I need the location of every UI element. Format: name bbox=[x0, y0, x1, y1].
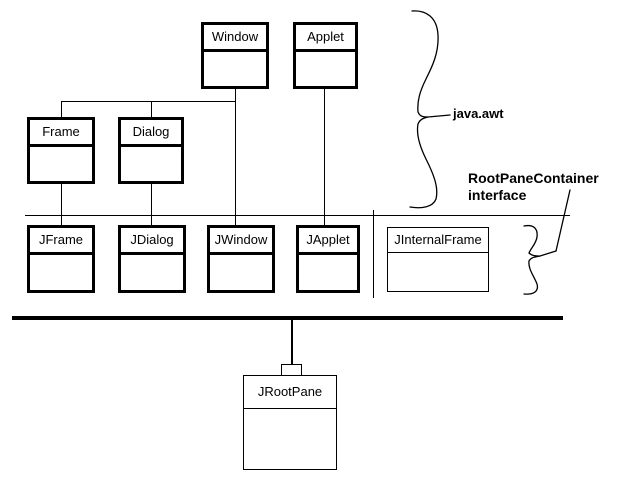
class-box-applet[interactable]: Applet bbox=[293, 22, 358, 89]
rootpanecontainer-brace bbox=[523, 189, 571, 295]
class-name-applet: Applet bbox=[296, 25, 355, 52]
class-name-window: Window bbox=[204, 25, 266, 52]
java-awt-brace bbox=[409, 10, 451, 209]
connector-applet-to-japplet bbox=[324, 89, 325, 226]
class-box-jwindow[interactable]: JWindow bbox=[207, 225, 275, 293]
class-box-frame[interactable]: Frame bbox=[27, 117, 95, 184]
class-box-japplet[interactable]: JApplet bbox=[296, 225, 360, 293]
class-name-dialog: Dialog bbox=[121, 120, 181, 147]
connector-frame-to-jframe bbox=[61, 184, 62, 226]
connector-dialog-riser bbox=[151, 101, 152, 118]
class-name-frame: Frame bbox=[30, 120, 92, 147]
connector-window-to-jwindow bbox=[235, 89, 236, 225]
class-name-japplet: JApplet bbox=[299, 228, 357, 255]
rootpane-notch bbox=[281, 364, 302, 376]
class-box-dialog[interactable]: Dialog bbox=[118, 117, 184, 184]
swing-rootpane-divider-line bbox=[12, 316, 563, 320]
class-name-jrootpane: JRootPane bbox=[244, 376, 336, 409]
swing-column-divider-line bbox=[373, 210, 374, 298]
connector-window-branch bbox=[61, 101, 236, 102]
interface-label-rootpanecontainer: RootPaneContainer bbox=[468, 170, 599, 186]
class-name-jdialog: JDialog bbox=[121, 228, 183, 255]
connector-rootpane-riser bbox=[291, 318, 293, 365]
class-box-window[interactable]: Window bbox=[201, 22, 269, 89]
class-name-jwindow: JWindow bbox=[210, 228, 272, 255]
awt-swing-divider-line bbox=[25, 215, 570, 216]
interface-label-interface: interface bbox=[468, 187, 527, 203]
class-box-jframe[interactable]: JFrame bbox=[27, 225, 95, 293]
class-box-jdialog[interactable]: JDialog bbox=[118, 225, 186, 293]
class-name-jframe: JFrame bbox=[30, 228, 92, 255]
connector-dialog-to-jdialog bbox=[151, 184, 152, 226]
connector-frame-riser bbox=[61, 101, 62, 118]
class-box-jrootpane[interactable]: JRootPane bbox=[243, 375, 337, 470]
package-label-java-awt: java.awt bbox=[453, 106, 504, 121]
class-box-jinternalframe[interactable]: JInternalFrame bbox=[387, 227, 489, 292]
class-name-jinternalframe: JInternalFrame bbox=[388, 228, 488, 253]
